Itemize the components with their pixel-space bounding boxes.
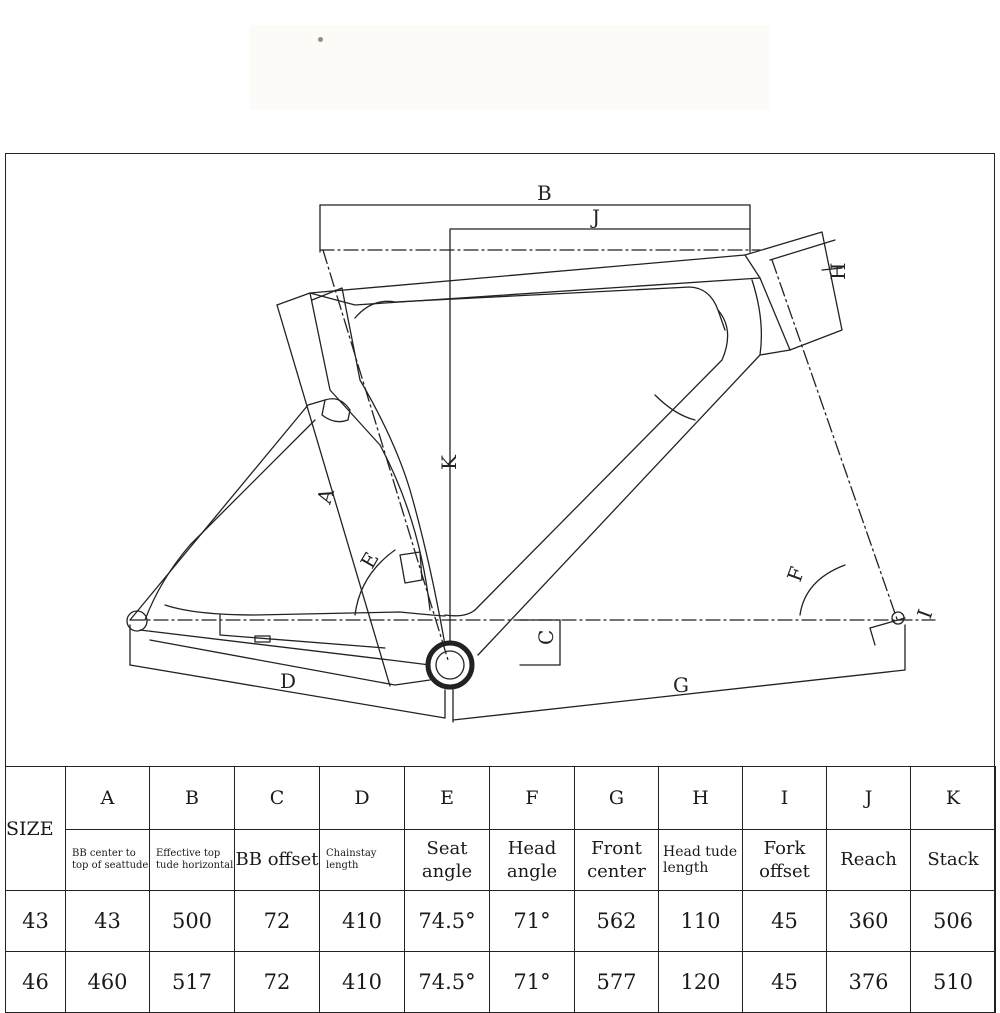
fork-dropout [891,611,905,625]
col-letter-h: H [658,766,743,830]
geometry-table: SIZE A B C D E F G H I J K BB center to … [5,766,996,1013]
down-tube-inner [444,309,729,617]
col-letter-j: J [826,766,911,830]
col-desc-j: Reach [826,829,911,891]
col-desc-k: Stack [910,829,996,891]
cell-d: 410 [319,951,405,1013]
g-dim-line [452,669,906,721]
down-tube-junction [759,349,791,356]
down-tube-seam [654,394,696,421]
label-f: F [782,563,809,584]
label-b: B [537,181,552,205]
seat-tube-axis [322,249,449,661]
table-header-descriptions: BB center to top of seattude Effective t… [6,829,996,891]
label-k: K [437,454,461,470]
head-tube-top [769,239,836,261]
cell-k: 506 [910,890,996,952]
label-g: G [673,673,689,697]
col-desc-f: Head angle [489,829,575,891]
chain-stay-top [139,629,431,666]
cell-c: 72 [234,951,320,1013]
table-header-letters: SIZE A B C D E F G H I J K [5,766,996,891]
col-desc-b: Effective top tude horizontal [149,829,235,891]
bottle-bosses [399,551,423,584]
col-letter-e: E [404,766,490,830]
bottom-bracket [425,640,475,690]
top-smudge [250,25,770,110]
seat-stay-upper [129,399,326,621]
cell-f: 71° [489,890,575,952]
d-dim-line [129,664,446,719]
cell-e: 74.5° [404,890,490,952]
down-tube-outer [477,279,762,656]
col-desc-h: Head tude length [658,829,743,891]
seat-tube-rear [311,287,446,646]
cell-k: 510 [910,951,996,1013]
label-j: J [590,205,600,229]
label-e: E [356,548,384,573]
cell-a: 460 [65,951,150,1013]
cell-j: 360 [826,890,911,952]
size-header: SIZE [5,766,66,891]
seat-stay-lower [144,419,316,621]
cell-c: 72 [234,890,320,952]
cell-b: 500 [149,890,235,952]
col-desc-i: Fork offset [742,829,827,891]
col-letter-d: D [319,766,405,830]
top-tube-inner [354,286,726,331]
col-letter-k: K [910,766,996,830]
col-letter-i: I [742,766,827,830]
seat-stay-inner [164,604,446,617]
speck [318,37,323,42]
cell-g: 577 [574,951,659,1013]
row-size: 46 [5,951,66,1013]
cell-b: 517 [149,951,235,1013]
i-dim-ext [869,627,876,646]
row-size: 43 [5,890,66,952]
cell-e: 74.5° [404,951,490,1013]
cell-h: 110 [658,890,743,952]
seat-tube-front [276,292,431,611]
col-desc-a: BB center to top of seattude [65,829,150,891]
col-letter-f: F [489,766,575,830]
col-letter-b: B [149,766,235,830]
cell-d: 410 [319,890,405,952]
seat-clamp [321,398,351,423]
h-dim-line [821,267,843,271]
chain-stay-inner [219,614,386,649]
cell-j: 376 [826,951,911,1013]
label-d: D [280,669,296,693]
bottom-bracket-inner [435,650,465,680]
head-tube [744,231,843,351]
cell-i: 45 [742,951,827,1013]
cell-i: 45 [742,890,827,952]
col-letter-g: G [574,766,659,830]
top-tube [309,254,761,306]
rear-dropout [126,610,148,632]
col-letter-a: A [65,766,150,830]
chain-stay-port [254,635,271,643]
label-h: H [826,263,850,280]
col-desc-e: Seat angle [404,829,490,891]
col-letter-c: C [234,766,320,830]
col-desc-c: BB offset [234,829,320,891]
col-desc-d: Chainstay length [319,829,405,891]
table-row: 46 460 517 72 410 74.5° 71° 577 120 45 3… [5,951,996,1013]
chain-stay-bottom [149,639,431,686]
col-desc-g: Front center [574,829,659,891]
label-c: C [534,630,558,645]
cell-f: 71° [489,951,575,1013]
head-tube-axis [771,259,899,623]
cell-a: 43 [65,890,150,952]
seat-angle-arc [354,549,396,616]
head-angle-arc [799,564,846,616]
label-a: A [312,485,340,507]
table-row: 43 43 500 72 410 74.5° 71° 562 110 45 36… [5,890,996,952]
i-dim-line [869,617,906,629]
cell-h: 120 [658,951,743,1013]
a-dim-line [276,304,391,687]
cell-g: 562 [574,890,659,952]
